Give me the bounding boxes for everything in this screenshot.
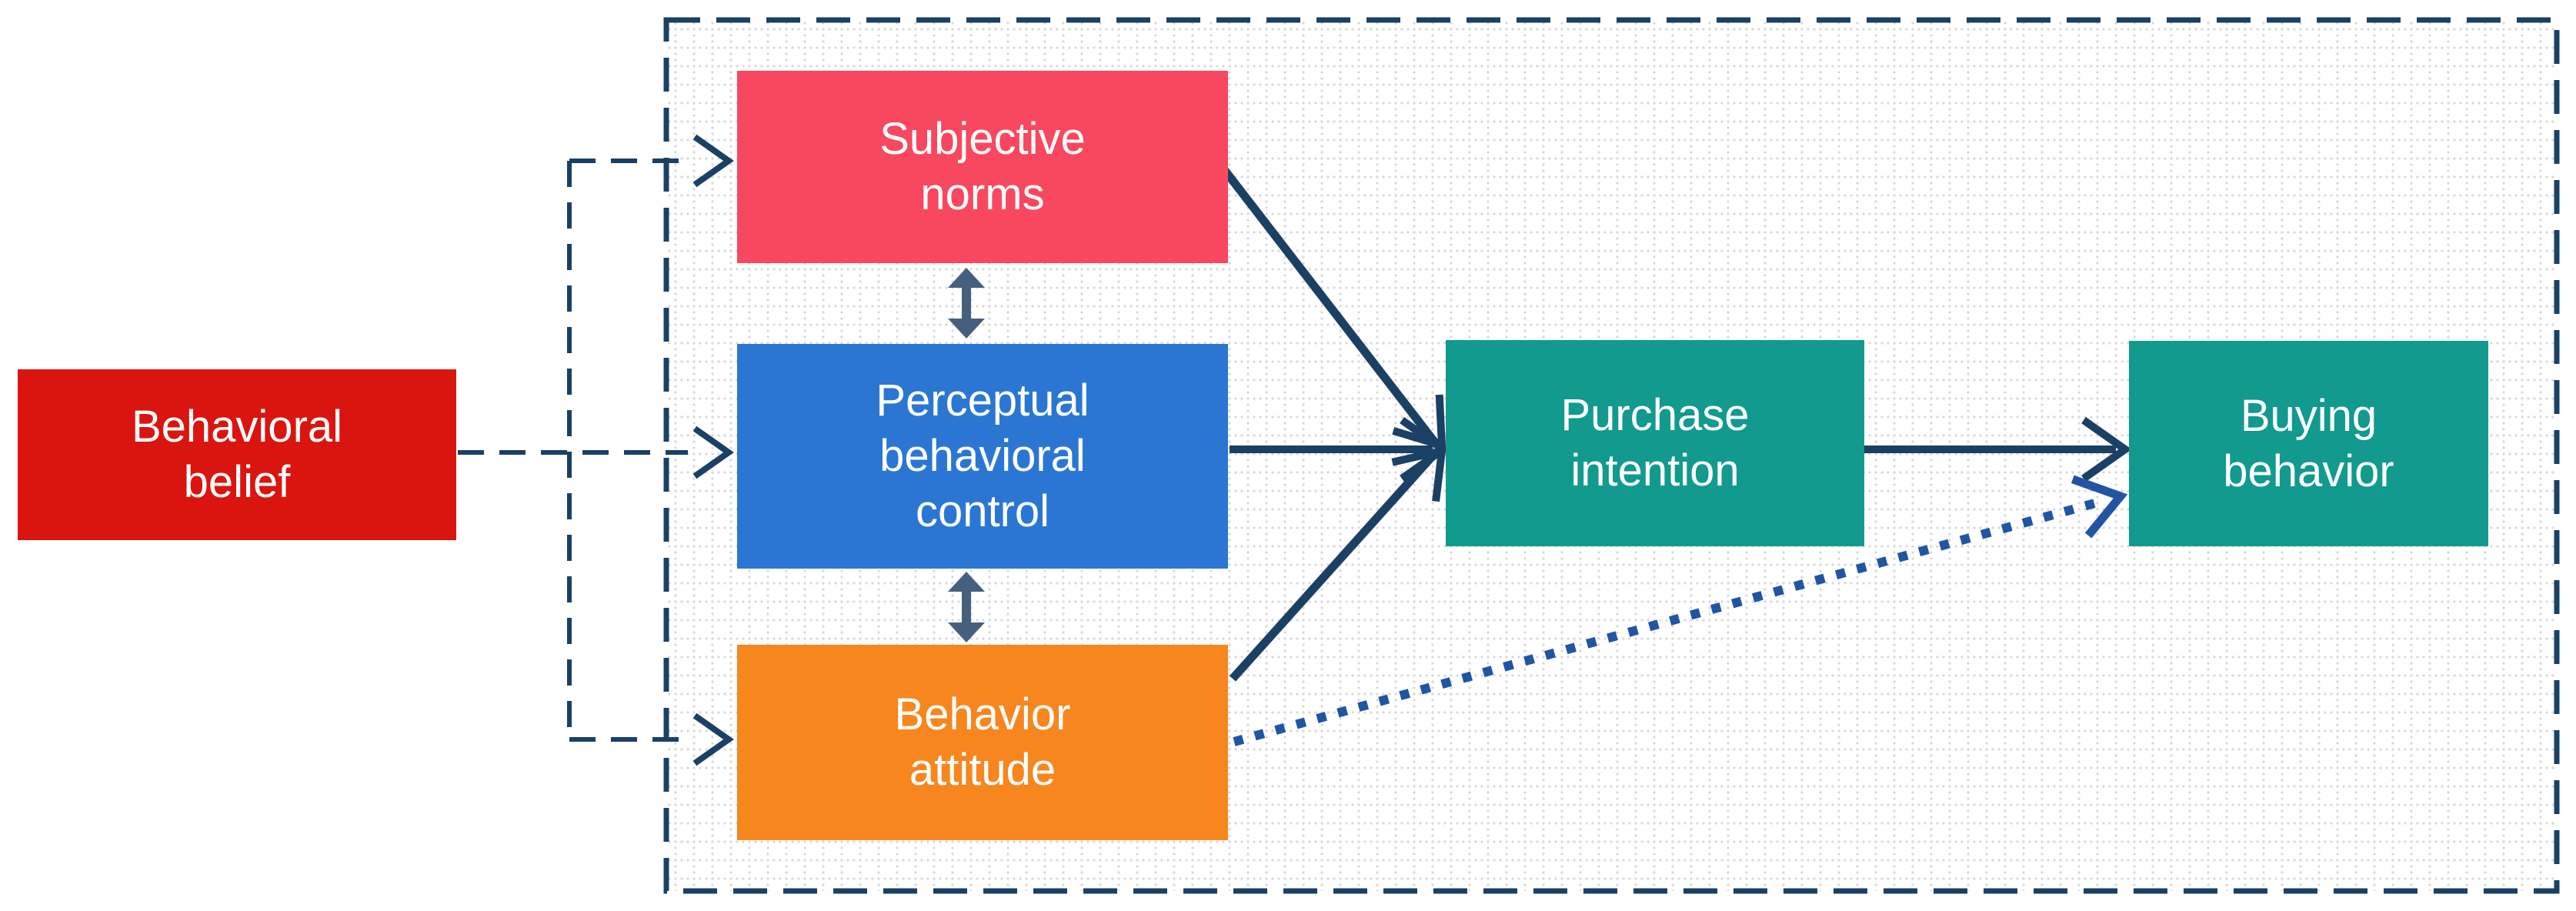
arrowhead-into-behavior-attitude xyxy=(692,712,734,766)
node-perceptual-behavioral-control-label: Perceptual behavioral control xyxy=(876,375,1089,536)
node-buying-behavior: Buying behavior xyxy=(2129,341,2488,546)
node-purchase-intention-label: Purchase intention xyxy=(1560,390,1750,496)
node-behavior-attitude: Behavior attitude xyxy=(737,645,1228,840)
arrowhead-into-perceptual-control xyxy=(692,425,734,479)
node-subjective-norms-label: Subjective norms xyxy=(879,114,1086,219)
node-behavioral-belief-label: Behavioral belief xyxy=(131,402,343,507)
node-purchase-intention: Purchase intention xyxy=(1446,340,1864,546)
node-subjective-norms: Subjective norms xyxy=(737,71,1228,263)
node-behavioral-belief: Behavioral belief xyxy=(18,369,456,540)
arrowhead-intention-into-buying xyxy=(2081,416,2132,482)
double-arrow-norms-control xyxy=(948,268,985,339)
framework-dashed-border xyxy=(663,17,2560,894)
node-buying-behavior-label: Buying behavior xyxy=(2223,390,2394,496)
node-perceptual-behavioral-control: Perceptual behavioral control xyxy=(737,344,1228,569)
node-behavior-attitude-label: Behavior attitude xyxy=(894,689,1071,795)
solid-line-attitude-to-intention xyxy=(1229,449,1440,682)
arrowhead-into-subjective-norms xyxy=(692,134,734,188)
arrowhead-attitude-into-intention xyxy=(1391,445,1446,502)
solid-line-norms-to-intention xyxy=(1220,165,1441,449)
arrowhead-attitude-into-buying xyxy=(2070,475,2128,539)
double-arrow-control-attitude xyxy=(948,572,985,642)
